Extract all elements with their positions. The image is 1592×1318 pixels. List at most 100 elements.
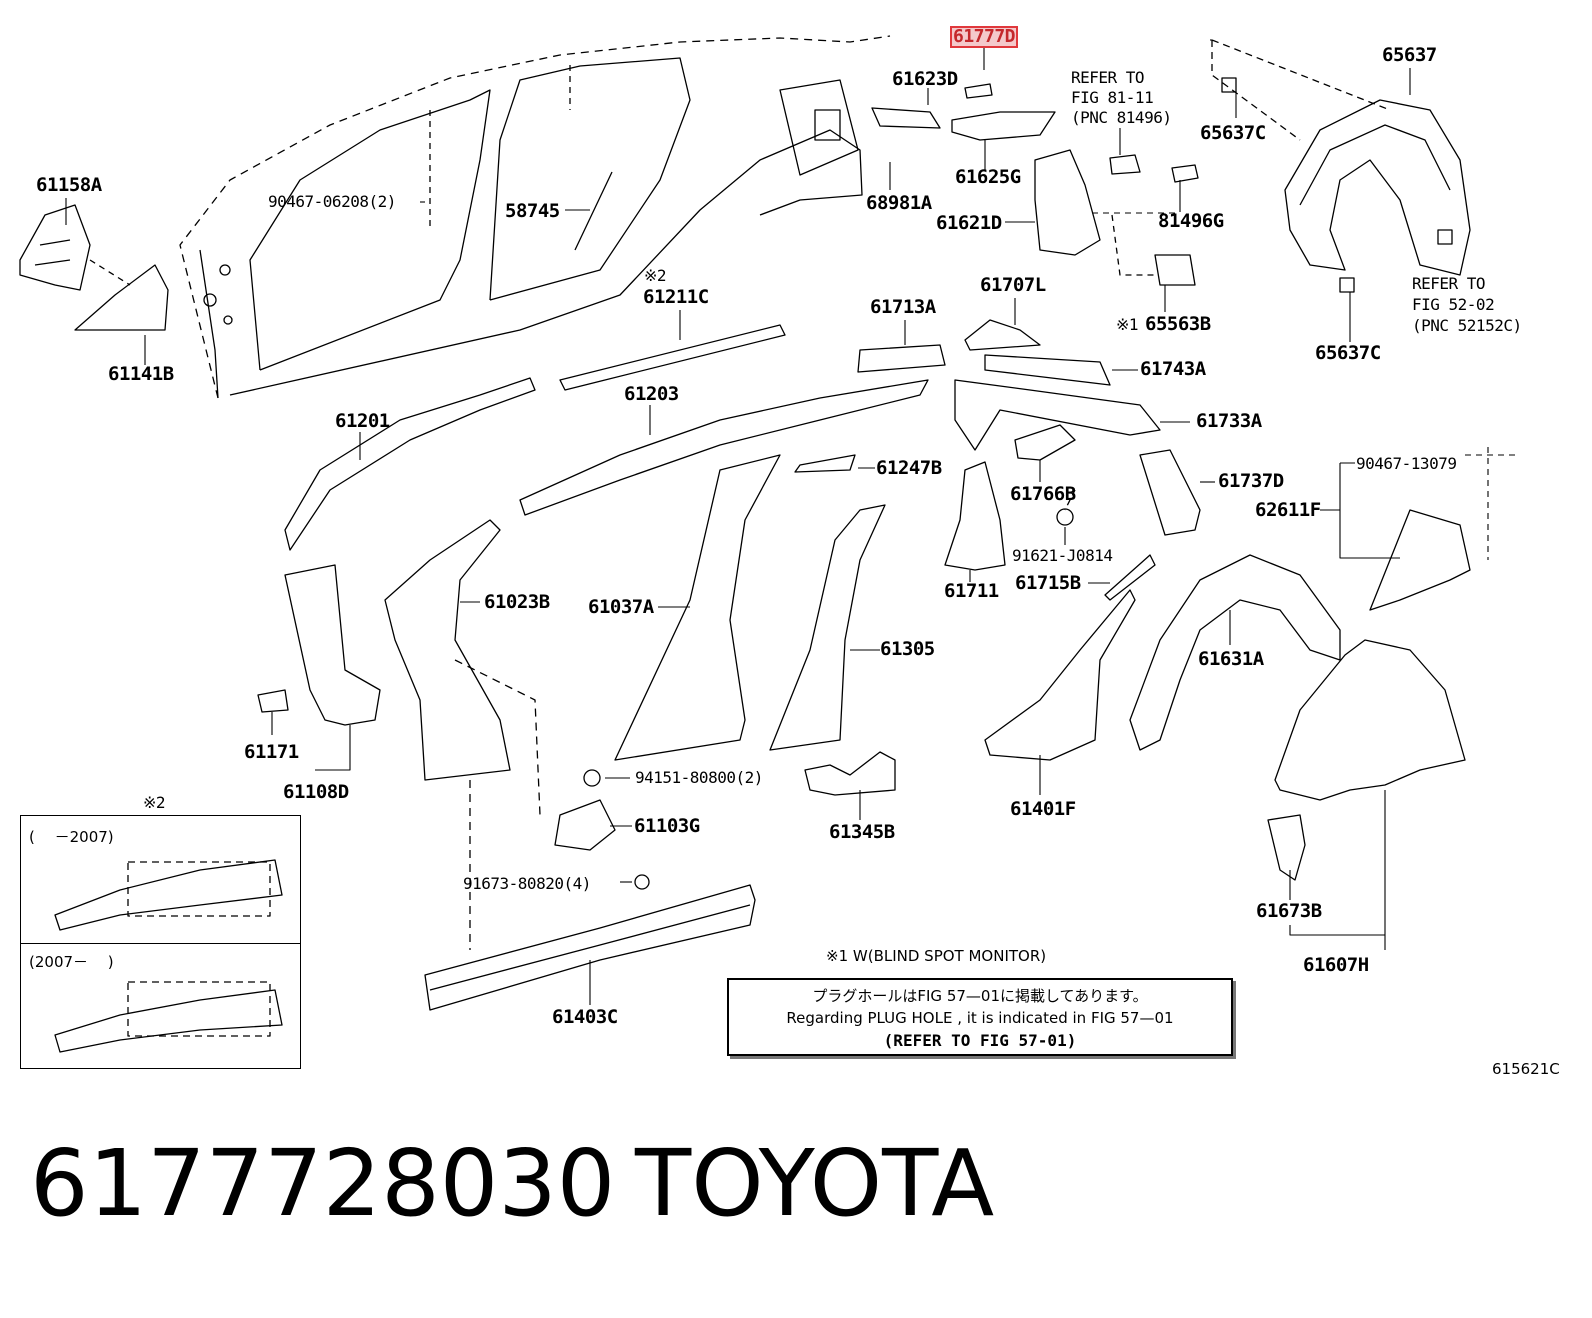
refer-52-line2: FIG 52-02 — [1412, 295, 1495, 314]
part-61743A-drawing — [984, 354, 1111, 386]
bolt-91673-drawing — [634, 874, 650, 890]
label-65637C-bottom[interactable]: 65637C — [1315, 342, 1381, 364]
reference-fig-link[interactable]: (REFER TO FIG 57-01) — [883, 1031, 1077, 1050]
label-61743A[interactable]: 61743A — [1140, 358, 1206, 380]
label-61711[interactable]: 61711 — [944, 580, 999, 602]
inset-rail-drawings — [54, 859, 283, 1053]
label-61211C[interactable]: 61211C — [643, 286, 709, 308]
reference-japanese: プラグホールはFIG 57—01に掲載してあります。 — [812, 987, 1148, 1005]
part-61625G-drawing — [951, 111, 1056, 141]
nut-94151-drawing — [583, 769, 601, 787]
part-61707L-drawing — [964, 319, 1041, 351]
part-61673B-drawing — [1267, 814, 1306, 881]
label-61037A[interactable]: 61037A — [588, 596, 654, 618]
part-61345B-drawing — [804, 751, 896, 796]
brand-name: TOYOTA — [635, 1130, 995, 1237]
label-90467-13079[interactable]: 90467-13079 — [1356, 454, 1457, 473]
part-61103G-drawing — [554, 799, 616, 851]
part-61631A-drawing — [1129, 554, 1341, 751]
label-61713A[interactable]: 61713A — [870, 296, 936, 318]
label-61623D[interactable]: 61623D — [892, 68, 958, 90]
label-61305[interactable]: 61305 — [880, 638, 935, 660]
label-65563B[interactable]: 65563B — [1145, 313, 1211, 335]
reference-english: Regarding PLUG HOLE , it is indicated in… — [786, 1009, 1174, 1027]
label-61621D[interactable]: 61621D — [936, 212, 1002, 234]
part-61305-drawing — [769, 504, 886, 751]
label-61673B[interactable]: 61673B — [1256, 900, 1322, 922]
part-61171-drawing — [257, 689, 289, 713]
parts-diagram: 61777D 61623D REFER TO FIG 81-11 (PNC 81… — [19, 26, 1560, 1078]
label-61023B[interactable]: 61023B — [484, 591, 550, 613]
label-94151-80800[interactable]: 94151-80800(2) — [635, 768, 763, 787]
label-61201[interactable]: 61201 — [335, 410, 390, 432]
part-65637-drawing — [1211, 39, 1471, 293]
refer-81-line3: (PNC 81496) — [1071, 108, 1172, 127]
illustration-id: 615621C — [1492, 1060, 1560, 1078]
label-61631A[interactable]: 61631A — [1198, 648, 1264, 670]
part-61141B-drawing — [74, 259, 169, 331]
label-61766B[interactable]: 61766B — [1010, 483, 1076, 505]
part-61711-drawing — [944, 461, 1006, 571]
part-61401F-drawing — [984, 589, 1136, 761]
label-61141B[interactable]: 61141B — [108, 363, 174, 385]
label-91621-J0814[interactable]: 91621-J0814 — [1012, 546, 1113, 565]
label-61401F[interactable]: 61401F — [1010, 798, 1076, 820]
label-61715B[interactable]: 61715B — [1015, 572, 1081, 594]
inset-divider — [21, 943, 300, 944]
refer-81-line2: FIG 81-11 — [1071, 88, 1154, 107]
label-58745[interactable]: 58745 — [505, 200, 560, 222]
refer-81-line1: REFER TO — [1071, 68, 1145, 87]
note-x2-rail: ※2 — [644, 266, 667, 285]
leader-lines — [65, 39, 1520, 1005]
part-61737D-drawing — [1139, 449, 1201, 536]
note-x1-bsm: ※1 — [1116, 315, 1139, 334]
label-61345B[interactable]: 61345B — [829, 821, 895, 843]
part-61203-drawing — [519, 379, 929, 516]
label-61247B[interactable]: 61247B — [876, 457, 942, 479]
part-81496G-drawing — [1171, 164, 1199, 183]
label-68981A[interactable]: 68981A — [866, 192, 932, 214]
label-61171[interactable]: 61171 — [244, 741, 299, 763]
inset-row-2-label: (2007－ ) — [29, 953, 114, 971]
label-81496G[interactable]: 81496G — [1158, 210, 1224, 232]
label-61707L[interactable]: 61707L — [980, 274, 1046, 296]
note-blind-spot-monitor: ※1 W(BLIND SPOT MONITOR) — [826, 947, 1047, 965]
label-61607H[interactable]: 61607H — [1303, 954, 1369, 976]
refer-52-line1: REFER TO — [1412, 274, 1486, 293]
part-61037A-drawing — [614, 454, 781, 761]
label-90467-06208[interactable]: 90467-06208(2) — [268, 192, 396, 211]
part-61621D-drawing — [1034, 149, 1101, 256]
plug-hole-reference-box: プラグホールはFIG 57—01に掲載してあります。 Regarding PLU… — [727, 978, 1233, 1056]
part-61733A-drawing — [954, 379, 1161, 451]
label-61108D[interactable]: 61108D — [283, 781, 349, 803]
label-61625G[interactable]: 61625G — [955, 166, 1021, 188]
body-side-outer-drawing — [179, 35, 891, 399]
inset-row-1-label: ( －2007) — [29, 828, 114, 846]
part-61158A-drawing — [19, 204, 91, 291]
label-61158A[interactable]: 61158A — [36, 174, 102, 196]
part-61715B-drawing — [1104, 554, 1156, 601]
part-61211C-drawing — [559, 324, 786, 391]
part-61607H-drawing — [1274, 639, 1466, 801]
part-61201-drawing — [284, 377, 536, 551]
label-61733A[interactable]: 61733A — [1196, 410, 1262, 432]
label-61403C[interactable]: 61403C — [552, 1006, 618, 1028]
label-61103G[interactable]: 61103G — [634, 815, 700, 837]
label-91673-80820[interactable]: 91673-80820(4) — [463, 874, 591, 893]
label-61777D[interactable]: 61777D — [950, 26, 1019, 48]
bolt-91621-drawing — [1056, 508, 1074, 526]
label-61203[interactable]: 61203 — [624, 383, 679, 405]
label-62611F[interactable]: 62611F — [1255, 499, 1321, 521]
part-61403C-drawing — [424, 659, 756, 1011]
label-61737D[interactable]: 61737D — [1218, 470, 1284, 492]
part-62611F-drawing — [1369, 509, 1471, 611]
part-61777D-drawing — [964, 83, 993, 99]
part-61023B-drawing — [384, 519, 511, 781]
part-61623D-drawing — [871, 107, 941, 129]
part-61247B-drawing — [794, 454, 856, 473]
part-61766B-drawing — [1014, 424, 1076, 461]
refer-52-line3: (PNC 52152C) — [1412, 316, 1522, 335]
label-65637C-top[interactable]: 65637C — [1200, 122, 1266, 144]
grommet-drawing — [1109, 154, 1141, 175]
label-65637[interactable]: 65637 — [1382, 44, 1437, 66]
